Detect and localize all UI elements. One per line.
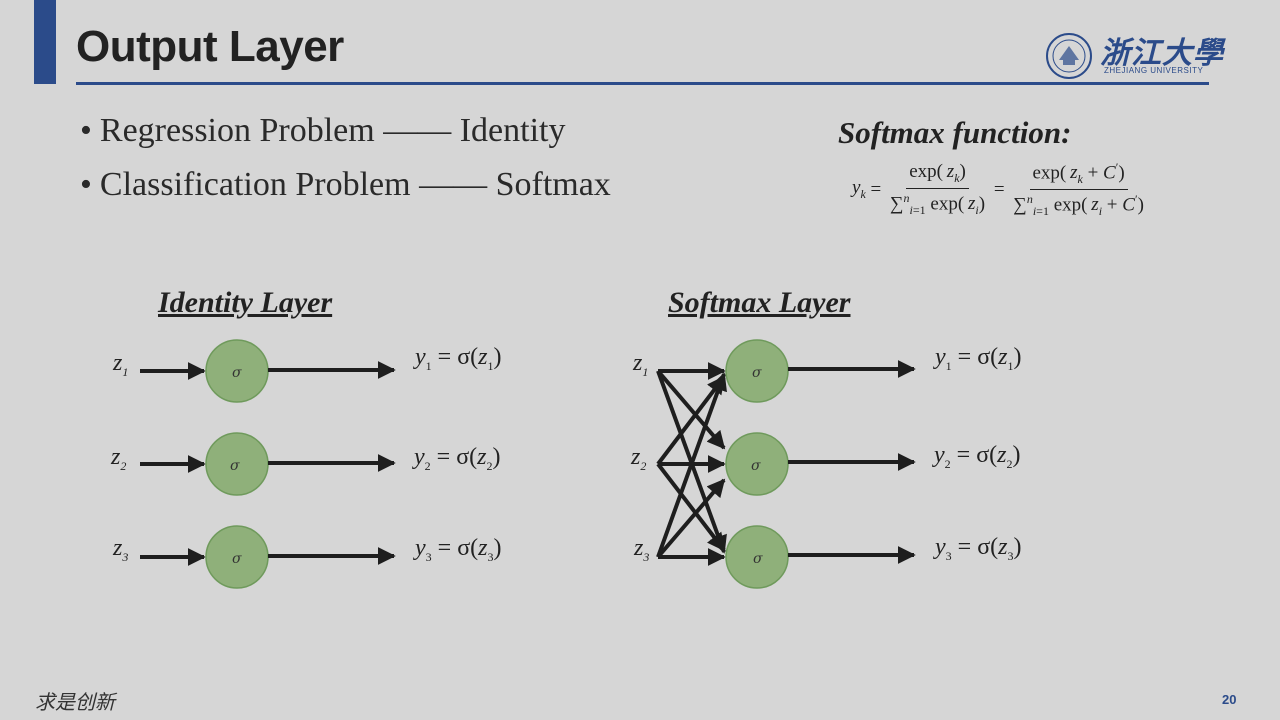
identity-output-label-2: y2 = σ(z2) [414,444,501,473]
softmax-edge-3-2 [656,478,726,559]
softmax-output-label-1: y1 = σ(z1) [935,344,1022,373]
university-logo [1046,33,1092,79]
identity-output-label-3: y3 = σ(z3) [415,535,502,564]
title-underline [76,82,1209,85]
identity-input-label-1: z1 [113,350,129,379]
page-number: 20 [1222,692,1237,707]
softmax-edge-1-2 [656,369,726,450]
neuron-sigma-label: σ [751,458,761,474]
university-name: 浙江大學 [1100,36,1224,71]
softmax-input-label-1: z1 [633,350,649,379]
bullet-dot-icon: • [80,112,92,149]
neuron-sigma-label: σ [753,551,763,567]
softmax-output-label-2: y2 = σ(z2) [934,442,1021,471]
bullet-dot-icon: • [80,166,92,203]
softmax-edge-2-1 [656,375,726,466]
softmax-function-title: Softmax function: [838,115,1072,150]
formula-fraction-2: exp( zk + C′) ∑ni=1 exp( zi + C′) [1013,160,1144,219]
identity-output-label-1: y1 = σ(z1) [415,344,502,373]
university-subtitle: ZHEJIANG UNIVERSITY [1104,66,1204,75]
bullet-text: Classification Problem —— Softmax [99,166,611,203]
identity-input-label-2: z2 [111,444,127,473]
identity-input-label-3: z3 [113,535,129,564]
softmax-edge-3-1 [656,372,727,558]
softmax-input-label-3: z3 [634,535,650,564]
softmax-input-label-2: z2 [631,444,647,473]
softmax-edge-2-3 [656,462,726,552]
neuron-sigma-label: σ [230,458,240,474]
footer-motto: 求是创新 [35,690,115,714]
bullet-item-regression: •Regression Problem —— Identity [80,112,565,150]
neuron-sigma-label: σ [232,551,242,567]
bullet-text: Regression Problem —— Identity [99,112,566,149]
neuron-sigma-label: σ [232,365,242,381]
identity-layer-heading: Identity Layer [158,286,333,319]
softmax-layer-diagram: σ σ σ [656,339,916,589]
title-accent-bar [34,0,56,84]
softmax-layer-heading: Softmax Layer [668,286,851,319]
bullet-item-classification: •Classification Problem —— Softmax [80,166,611,204]
formula-fraction-1: exp( zk) ∑ni=1 exp( zi) [889,161,986,218]
softmax-output-label-3: y3 = σ(z3) [935,534,1022,563]
university-seal-icon [1046,33,1092,79]
slide-title: Output Layer [76,22,344,71]
softmax-formula: yk = exp( zk) ∑ni=1 exp( zi) = exp( zk +… [852,160,1144,219]
neuron-sigma-label: σ [752,365,762,381]
identity-layer-diagram: σ σ σ [140,339,396,589]
